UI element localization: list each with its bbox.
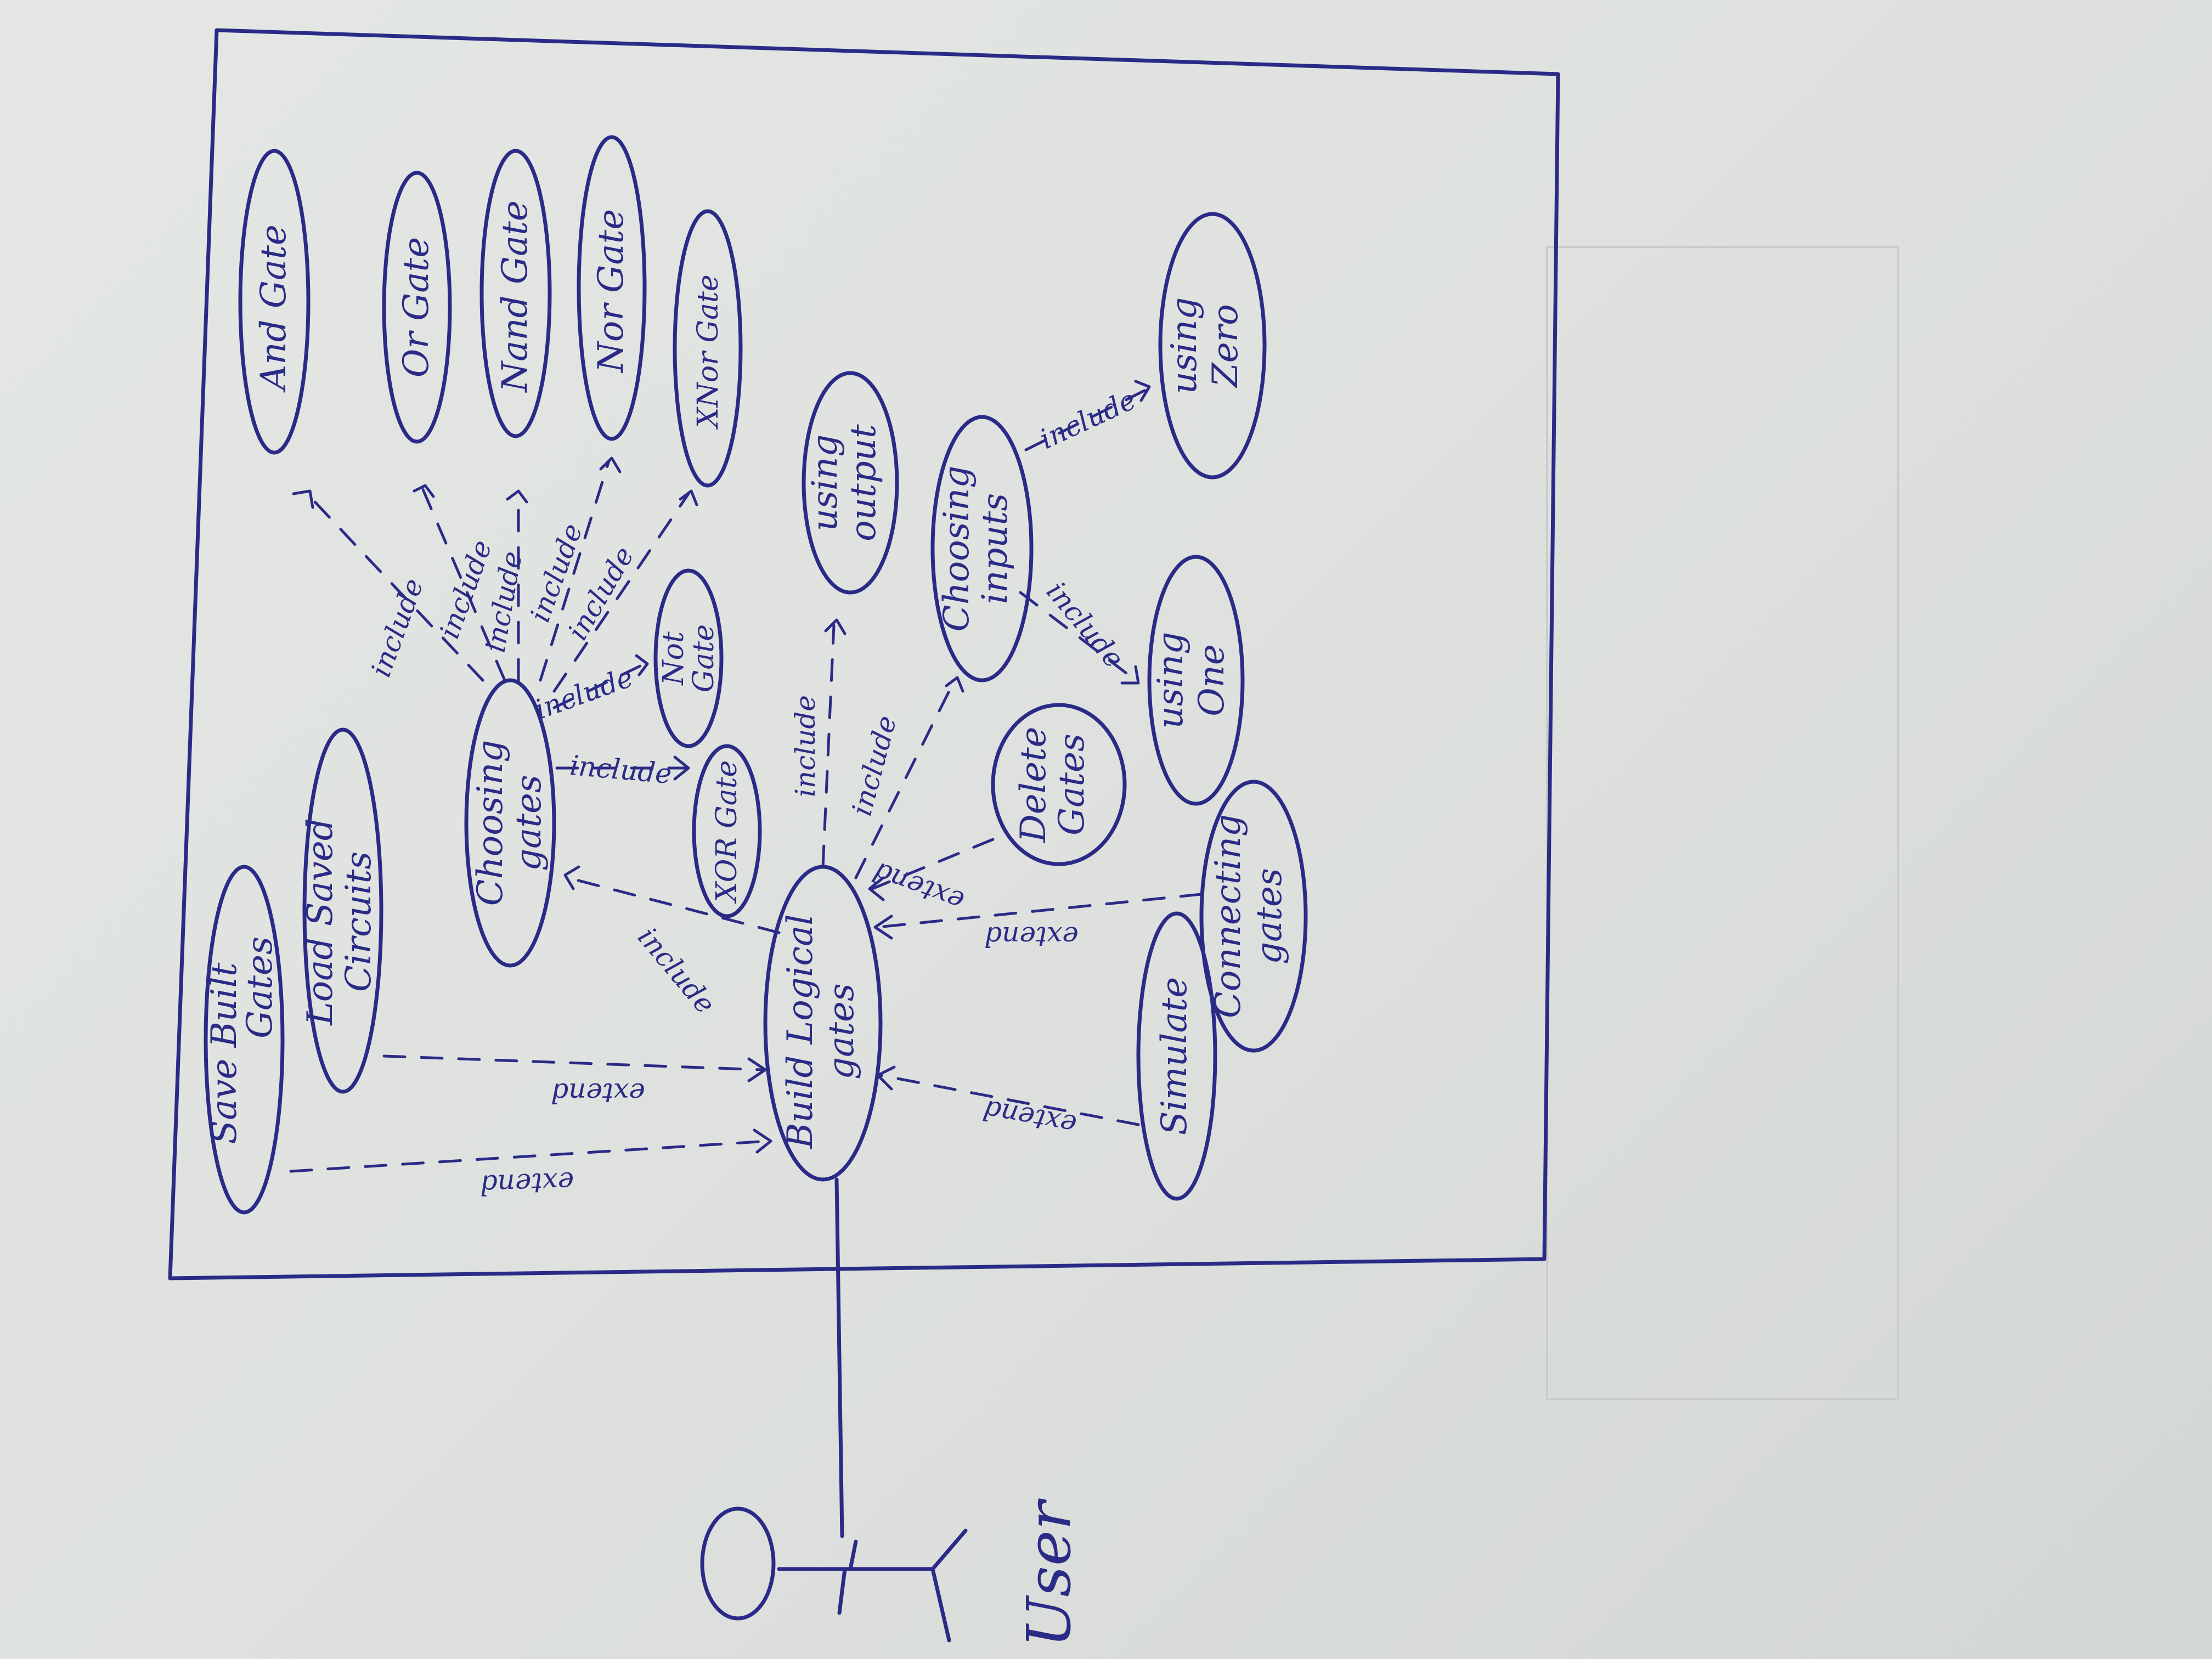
relation-include-xor: include — [555, 749, 690, 790]
actor-user[interactable]: User — [700, 1498, 1084, 1647]
label-using-output-1: using — [805, 435, 845, 532]
label-connecting-gates-2: gates — [1249, 868, 1290, 964]
use-case-delete-gates[interactable]: Delete Gates — [991, 703, 1127, 866]
label-nand-gate: Nand Gate — [495, 200, 535, 393]
label-using-zero-2: Zero — [1205, 304, 1246, 388]
show-through-text — [1546, 246, 1899, 1400]
label-load-saved-1: Load Saved — [300, 818, 341, 1026]
use-case-using-one[interactable]: using One — [1147, 555, 1245, 806]
relation-extend-connecting-gates: extend — [873, 893, 1203, 952]
use-case-and-gate[interactable]: And Gate — [238, 149, 311, 455]
label-delete-gates-2: Gates — [1052, 733, 1092, 836]
relation-extend-simulate: extend — [876, 1065, 1140, 1141]
label-choosing-inputs-1: Choosing — [936, 466, 977, 632]
label-build-logical-1: Build Logical — [780, 914, 821, 1149]
use-case-using-output[interactable]: using output — [802, 371, 899, 595]
relation-extend-save-built: extend — [289, 1128, 772, 1201]
use-case-nor-gate[interactable]: Nor Gate — [577, 135, 647, 441]
use-case-or-gate[interactable]: Or Gate — [382, 171, 452, 444]
use-case-xnor-gate[interactable]: XNor Gate — [673, 209, 743, 488]
label-delete-gates-1: Delete — [1013, 726, 1054, 843]
label-choosing-inputs-2: inputs — [975, 493, 1015, 604]
label-choosing-gates-1: Choosing — [470, 740, 511, 906]
actor-arm-1 — [837, 1567, 847, 1615]
relation-include-not: include — [531, 654, 649, 726]
use-case-choosing-gates[interactable]: Choosing gates — [464, 678, 556, 968]
label-include-using-output: include — [789, 695, 821, 797]
label-extend-save-built: extend — [479, 1166, 575, 1201]
relation-extend-load-saved: extend — [382, 1054, 767, 1109]
relation-include-choosing-gates: include — [563, 865, 781, 1020]
label-xor-gate: XOR Gate — [710, 760, 743, 905]
actor-arm-2 — [848, 1539, 858, 1571]
label-save-built-2: Gates — [240, 936, 280, 1039]
use-case-not-gate[interactable]: Not Gate — [653, 568, 724, 748]
label-and-gate: And Gate — [253, 224, 294, 393]
label-include-and: include — [365, 574, 430, 681]
label-extend-connecting-gates: extend — [984, 921, 1079, 952]
actor-head — [700, 1506, 776, 1621]
relation-include-nand: include — [479, 489, 528, 682]
actor-leg-1 — [930, 1528, 968, 1571]
label-include-using-one: include — [1040, 575, 1130, 674]
use-case-xor-gate[interactable]: XOR Gate — [692, 744, 762, 918]
actor-leg-2 — [930, 1567, 951, 1643]
system-boundary — [168, 28, 1560, 1280]
label-extend-delete-gates: extend — [869, 855, 968, 917]
label-using-one-1: using — [1150, 632, 1191, 729]
label-simulate: Simulate — [1154, 977, 1195, 1135]
label-include-choosing-gates: include — [631, 921, 721, 1020]
label-include-xor: include — [568, 749, 673, 790]
label-using-zero-1: using — [1164, 297, 1205, 394]
relation-include-using-zero: include — [1024, 380, 1151, 455]
label-not-gate-2: Gate — [687, 624, 720, 692]
relation-include-choosing-inputs: include — [845, 676, 964, 879]
use-case-build-logical-gates[interactable]: Build Logical gates — [763, 865, 883, 1182]
use-case-connecting-gates[interactable]: Connecting gates — [1199, 780, 1308, 1053]
use-case-simulate[interactable]: Simulate — [1136, 911, 1217, 1201]
label-include-using-zero: include — [1035, 383, 1141, 455]
label-build-logical-2: gates — [821, 983, 862, 1080]
use-case-save-built-gates[interactable]: Save Built Gates — [204, 865, 285, 1215]
actor-label: User — [1014, 1498, 1084, 1647]
label-not-gate-1: Not — [657, 631, 690, 686]
label-connecting-gates-1: Connecting — [1208, 814, 1249, 1018]
use-case-nand-gate[interactable]: Nand Gate — [479, 149, 552, 438]
label-xnor-gate: XNor Gate — [692, 274, 725, 430]
use-case-using-zero[interactable]: using Zero — [1158, 212, 1267, 479]
label-save-built-1: Save Built — [204, 962, 245, 1144]
relation-include-using-one: include — [1019, 575, 1140, 685]
label-include-not: include — [531, 661, 637, 726]
association-line — [834, 1177, 844, 1538]
label-nor-gate: Nor Gate — [591, 209, 631, 374]
label-choosing-gates-2: gates — [509, 775, 549, 871]
label-load-saved-2: Circuits — [338, 851, 379, 992]
use-case-choosing-inputs[interactable]: Choosing inputs — [930, 415, 1034, 682]
label-extend-load-saved: extend — [551, 1077, 645, 1109]
relation-extend-delete-gates: extend — [868, 838, 995, 918]
label-or-gate: Or Gate — [396, 237, 437, 377]
show-through-box — [1546, 246, 1899, 1400]
use-case-load-saved-circuits[interactable]: Load Saved Circuits — [300, 727, 383, 1094]
label-extend-simulate: extend — [980, 1093, 1079, 1141]
relation-include-using-output: include — [789, 618, 847, 868]
label-using-one-2: One — [1192, 644, 1232, 716]
label-using-output-2: output — [843, 424, 884, 541]
